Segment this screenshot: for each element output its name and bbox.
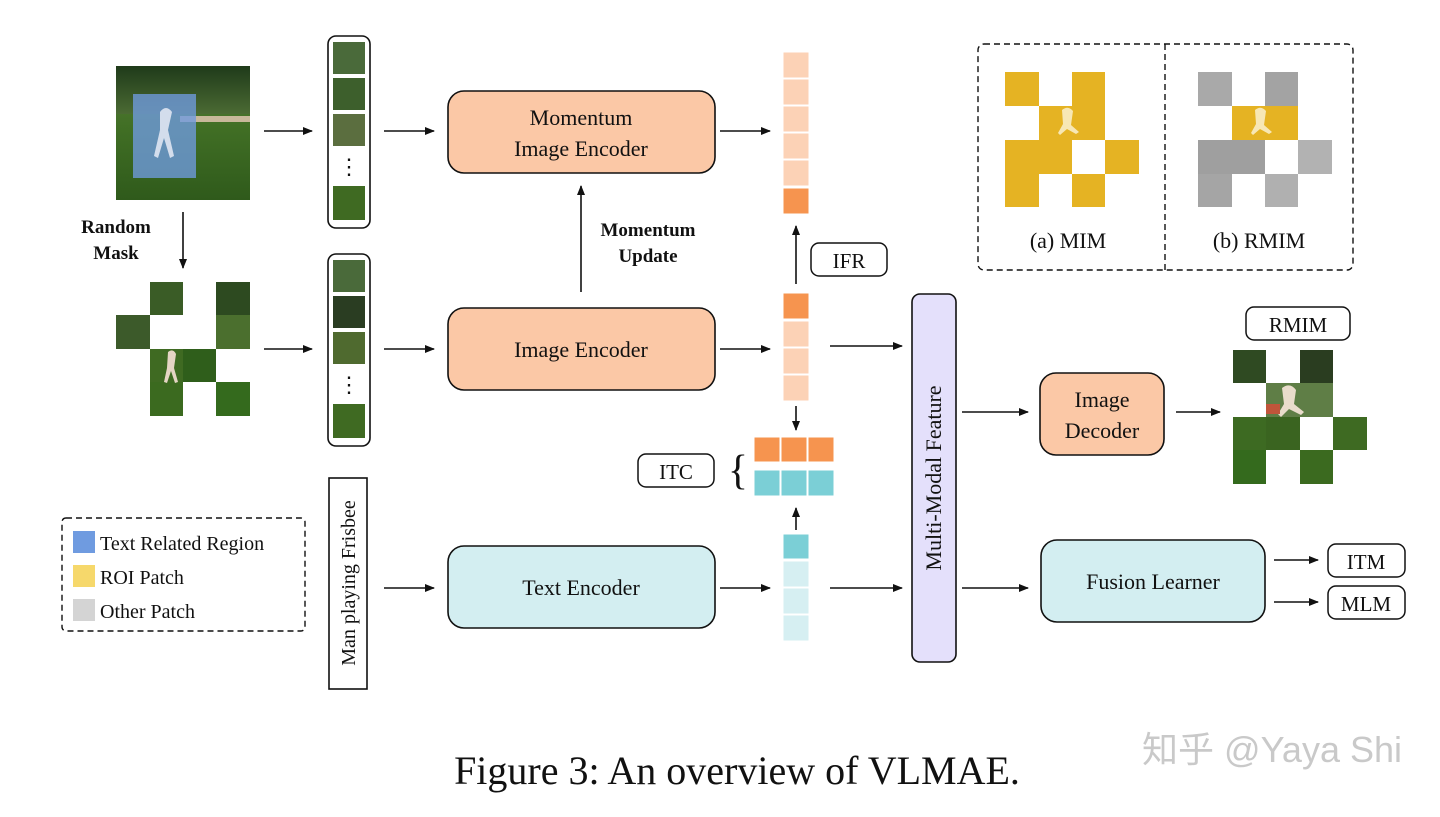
momentum-token-column (782, 51, 810, 215)
itc-token-rows (753, 436, 835, 497)
rmim-mask-grid (1198, 72, 1332, 207)
momentum-encoder-line1: Momentum (530, 105, 633, 130)
svg-text:IFR: IFR (833, 249, 866, 273)
svg-text:RMIM: RMIM (1269, 313, 1328, 337)
momentum-update-label-2: Update (618, 246, 677, 267)
svg-text:MLM: MLM (1341, 592, 1392, 616)
text-encoder-label: Text Encoder (522, 575, 640, 600)
patch-sequence-visible: ⋮ (327, 253, 371, 447)
text-token-column (782, 533, 810, 642)
image-decoder: Image Decoder (1039, 372, 1165, 456)
svg-text:Man playing Frisbee: Man playing Frisbee (338, 500, 360, 666)
reconstructed-image (1233, 350, 1367, 484)
fusion-learner: Fusion Learner (1040, 539, 1266, 623)
mlm-label: MLM (1327, 585, 1406, 620)
image-token-column (782, 292, 810, 402)
watermark: 知乎 @Yaya Shi (1142, 729, 1402, 770)
itm-label: ITM (1327, 543, 1406, 578)
legend-label-roi: ROI Patch (100, 567, 184, 589)
legend-swatch-text-region (73, 531, 95, 553)
mim-mask-grid (1005, 72, 1139, 207)
rmim-caption: (b) RMIM (1213, 228, 1305, 253)
momentum-update-label-1: Momentum (601, 220, 696, 241)
image-encoder-label: Image Encoder (514, 337, 648, 362)
image-decoder-line2: Decoder (1065, 418, 1140, 443)
legend-swatch-roi (73, 565, 95, 587)
masking-inset: (a) MIM (b) RMIM (977, 43, 1354, 271)
svg-text:ITM: ITM (1347, 550, 1386, 574)
svg-text:Multi-Modal Feature: Multi-Modal Feature (921, 385, 946, 570)
momentum-image-encoder: Momentum Image Encoder (447, 90, 716, 174)
image-decoder-line1: Image (1075, 387, 1130, 412)
ifr-label: IFR (810, 242, 888, 277)
legend-label-other: Other Patch (100, 601, 195, 623)
image-encoder: Image Encoder (447, 307, 716, 391)
rmim-label: RMIM (1245, 306, 1351, 341)
ellipsis-2: ⋮ (338, 372, 360, 397)
random-mask-label-2: Mask (93, 243, 139, 264)
figure-caption: Figure 3: An overview of VLMAE. (454, 748, 1020, 793)
itc-brace: { (728, 448, 748, 494)
mim-caption: (a) MIM (1030, 228, 1106, 253)
ellipsis-1: ⋮ (338, 154, 360, 179)
text-encoder: Text Encoder (447, 545, 716, 629)
fusion-learner-label: Fusion Learner (1086, 569, 1220, 594)
momentum-encoder-line2: Image Encoder (514, 136, 648, 161)
multimodal-feature: Multi-Modal Feature (911, 293, 957, 663)
input-image (116, 66, 250, 200)
svg-text:ITC: ITC (659, 460, 693, 484)
text-input: Man playing Frisbee (328, 477, 368, 690)
masked-image (116, 282, 250, 416)
legend-swatch-other (73, 599, 95, 621)
itc-label: ITC (637, 453, 715, 488)
random-mask-label-1: Random (81, 217, 151, 238)
legend-label-text-region: Text Related Region (100, 533, 264, 555)
patch-sequence-full: ⋮ (327, 35, 371, 229)
legend: Text Related Region ROI Patch Other Patc… (61, 517, 306, 632)
